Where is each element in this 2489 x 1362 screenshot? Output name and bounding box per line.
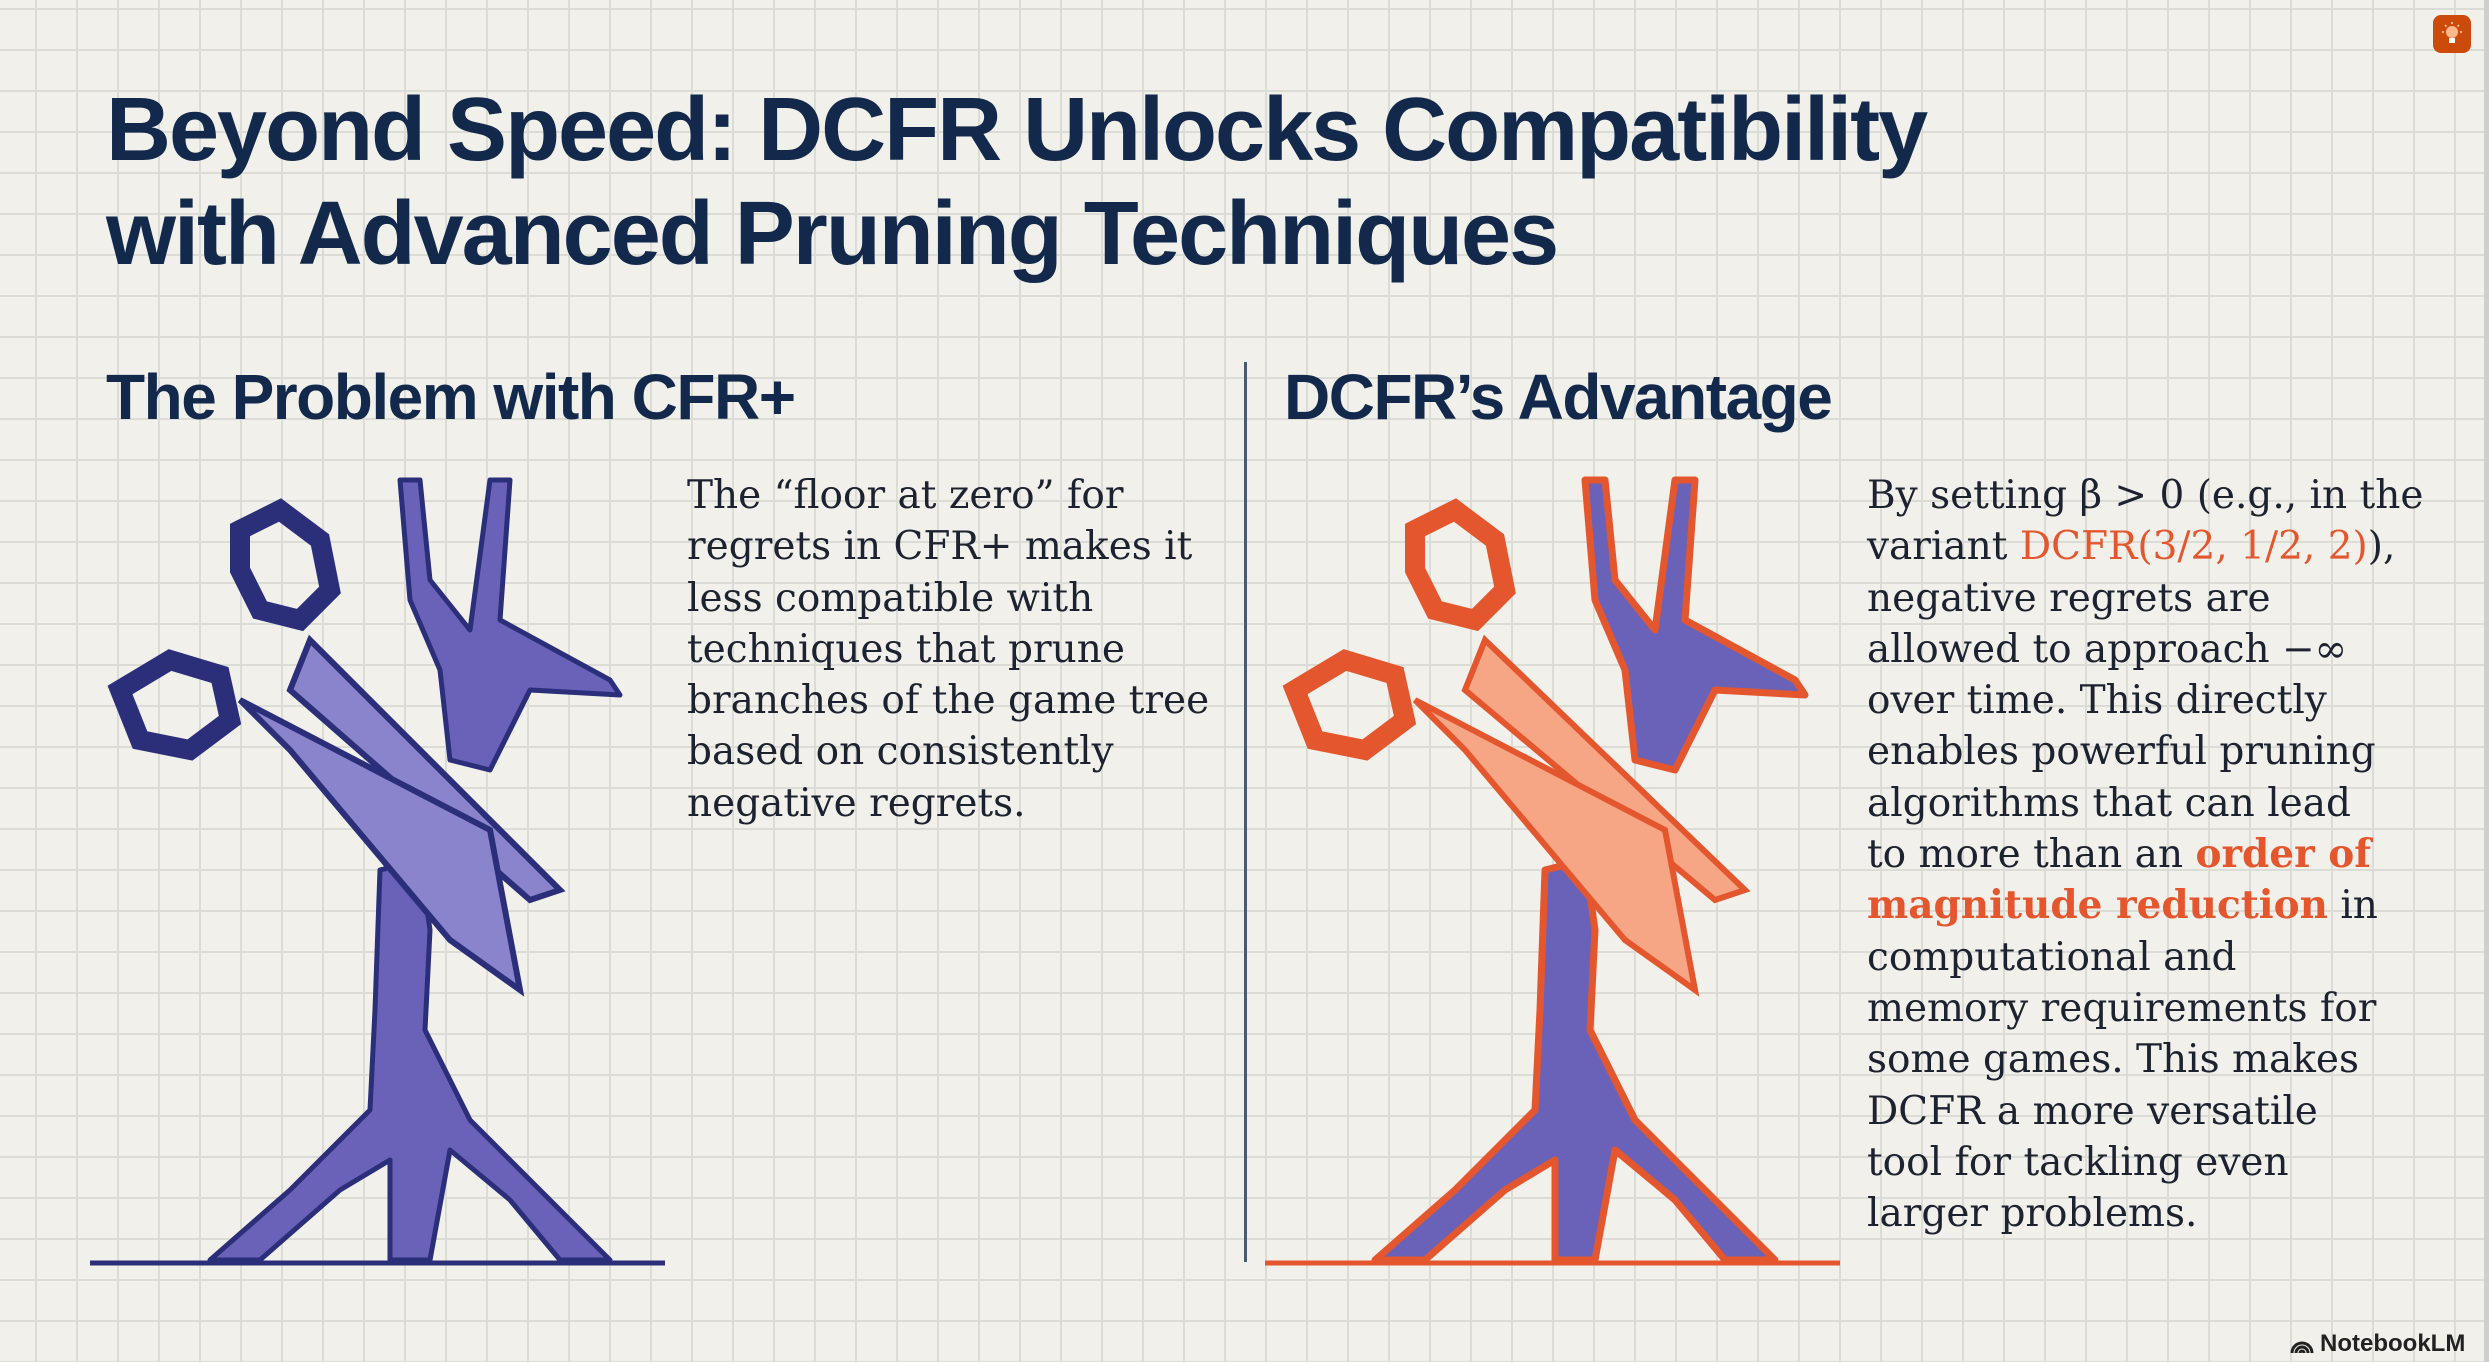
text-line: algorithms that can lead xyxy=(1867,780,2351,826)
text: to more than an xyxy=(1867,832,2196,878)
text-line: By setting β > 0 (e.g., in the xyxy=(1867,473,2424,518)
emphasis-highlight: magnitude reduction xyxy=(1867,882,2328,929)
text-line: branches of the game tree xyxy=(687,678,1210,724)
text-line: some games. This makes xyxy=(1867,1037,2360,1083)
text-line: negative regrets are xyxy=(1867,575,2271,621)
scissors-icon xyxy=(107,498,566,997)
text-line: memory requirements for xyxy=(1867,985,2377,1031)
title-line-1: Beyond Speed: DCFR Unlocks Compatibility xyxy=(106,80,1928,180)
text-line: allowed to approach −∞ xyxy=(1867,626,2348,672)
tree-trunk xyxy=(1371,856,1779,1264)
text-line: regrets in CFR+ makes it xyxy=(687,524,1193,570)
pruned-tree-illustration xyxy=(90,477,665,1266)
text-line: enables powerful pruning xyxy=(1867,729,2376,775)
tree-upper-branch xyxy=(1581,476,1809,774)
text: in xyxy=(2327,883,2378,929)
notebooklm-logo-icon xyxy=(2290,1341,2314,1354)
text-line: over time. This directly xyxy=(1867,678,2327,724)
lightbulb-icon[interactable] xyxy=(2433,15,2471,53)
emphasis-highlight: order of xyxy=(2195,831,2372,878)
text: variant xyxy=(1867,524,2020,570)
text-line: negative regrets. xyxy=(687,780,1026,826)
text-line: techniques that prune xyxy=(687,626,1125,672)
text-line: tool for tackling even xyxy=(1867,1139,2289,1185)
right-body-text: By setting β > 0 (e.g., in the variant D… xyxy=(1867,470,2423,1239)
left-heading: The Problem with CFR+ xyxy=(106,361,796,433)
tree-upper-branch xyxy=(397,477,623,773)
text-line: to more than an order of xyxy=(1867,829,2423,880)
left-body-text: The “floor at zero” for regrets in CFR+ … xyxy=(687,470,1209,829)
column-divider xyxy=(1244,362,1247,1262)
dcfr-pruning-illustration xyxy=(1265,476,1840,1266)
dcfr-variant-highlight: DCFR(3/2, 1/2, 2) xyxy=(2019,524,2368,570)
text-line: The “floor at zero” for xyxy=(687,473,1124,518)
notebooklm-brand: NotebookLM xyxy=(2290,1330,2465,1358)
text-line: less compatible with xyxy=(687,575,1094,621)
scissors-icon xyxy=(1282,498,1751,997)
text: ), xyxy=(2367,524,2396,570)
tree-trunk xyxy=(207,857,613,1263)
text-line: DCFR a more versatile xyxy=(1867,1088,2318,1134)
text-line: magnitude reduction in xyxy=(1867,880,2423,931)
text-line: computational and xyxy=(1867,934,2237,980)
slide-title: Beyond Speed: DCFR Unlocks Compatibility… xyxy=(106,78,1928,286)
text-line: based on consistently xyxy=(687,729,1114,775)
brand-label: NotebookLM xyxy=(2320,1330,2466,1357)
window-edge xyxy=(2484,0,2489,1362)
title-line-2: with Advanced Pruning Techniques xyxy=(106,184,1559,284)
right-heading: DCFR’s Advantage xyxy=(1284,361,1833,433)
text-line: larger problems. xyxy=(1867,1191,2198,1237)
text-line: variant DCFR(3/2, 1/2, 2)), xyxy=(1867,521,2423,572)
